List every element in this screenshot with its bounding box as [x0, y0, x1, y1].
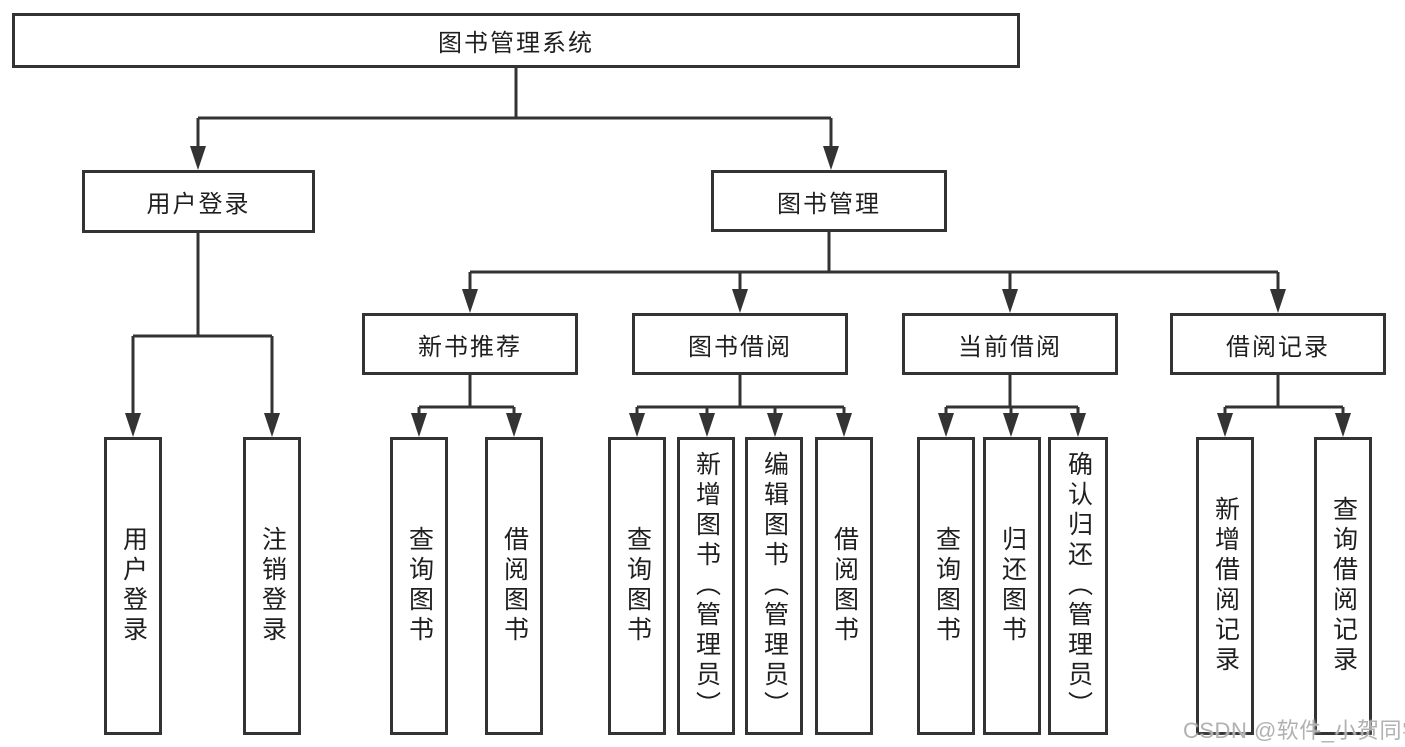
node-book-borrow: 图书借阅 [632, 313, 848, 375]
leaf-add-book-admin: 新增图书（管理员） [677, 437, 735, 735]
leaf-user-login: 用户登录 [104, 437, 162, 735]
node-root: 图书管理系统 [12, 13, 1020, 68]
leaf-confirm-return-admin: 确认归还（管理员） [1048, 437, 1108, 735]
node-current-borrow: 当前借阅 [902, 313, 1118, 375]
leaf-query-book-borrow: 查询图书 [608, 437, 666, 735]
csdn-watermark: CSDN @软件_小贺同学 [1183, 718, 1405, 743]
leaf-logout: 注销登录 [243, 437, 301, 735]
node-user-login: 用户登录 [82, 170, 315, 233]
node-borrow-records: 借阅记录 [1170, 313, 1386, 375]
arrowheads [125, 146, 1351, 437]
leaf-edit-book-admin: 编辑图书（管理员） [745, 437, 803, 735]
leaf-return-book: 归还图书 [983, 437, 1041, 735]
leaf-add-borrow-record: 新增借阅记录 [1196, 437, 1254, 735]
leaf-borrow-book-recommend: 借阅图书 [485, 437, 543, 735]
leaf-query-borrow-record: 查询借阅记录 [1314, 437, 1372, 735]
node-book-management: 图书管理 [711, 170, 947, 232]
connector-stems [131, 68, 1345, 415]
node-new-book-recommend: 新书推荐 [362, 313, 578, 375]
leaf-borrow-book: 借阅图书 [815, 437, 873, 735]
leaf-query-book-recommend: 查询图书 [390, 437, 448, 735]
leaf-query-book-current: 查询图书 [917, 437, 975, 735]
